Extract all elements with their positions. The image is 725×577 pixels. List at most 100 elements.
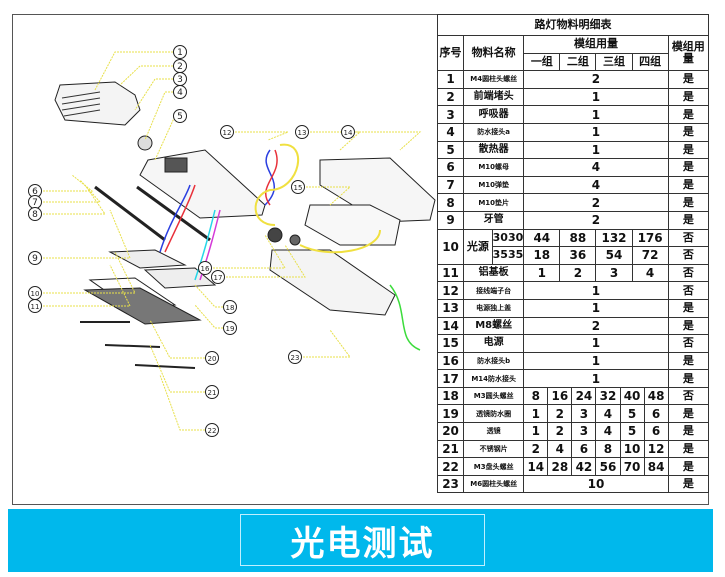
header-index: 序号 [436, 34, 465, 72]
usage-flag: 是 [667, 422, 710, 441]
led-type: 3535 [492, 248, 524, 262]
usage-flag: 否 [667, 334, 710, 353]
usage-flag: 是 [667, 474, 710, 494]
callout-number: 22 [208, 427, 217, 435]
callout-number: 2 [177, 62, 183, 72]
quantity: 54 [595, 246, 633, 265]
quantity: 4 [595, 404, 621, 424]
callout-circle [223, 321, 237, 335]
callout-circle [198, 261, 212, 275]
table-title: 路灯物料明细表 [437, 14, 709, 36]
material-name: 透镜 [463, 422, 525, 441]
quantity: 42 [571, 457, 597, 476]
wire-cyan [194, 209, 216, 281]
header-group-3: 三组 [595, 52, 633, 72]
quantity: 6 [571, 439, 597, 459]
fin-pattern [61, 91, 101, 117]
quantity: 5 [619, 404, 645, 424]
wire-yellow [254, 143, 381, 254]
callout-number: 14 [344, 129, 353, 137]
row-index: 11 [436, 263, 465, 283]
material-name: M10垫片 [463, 193, 525, 212]
pcb-board [108, 249, 187, 269]
callout-number: 12 [223, 129, 232, 137]
callout-circle [28, 299, 42, 313]
material-name: 电源独上盖 [463, 298, 525, 318]
quantity: 2 [559, 263, 597, 283]
usage-flag: 否 [667, 281, 710, 300]
row-index: 6 [436, 158, 465, 177]
row-index: 22 [436, 457, 465, 476]
leader-line [28, 264, 131, 307]
quantity: 70 [619, 457, 645, 476]
callout-circle [205, 423, 219, 437]
quantity: 1 [523, 87, 669, 107]
callout-circle [220, 125, 234, 139]
usage-flag: 是 [667, 175, 710, 195]
material-name: 散热器 [463, 140, 525, 160]
quantity: 2 [523, 316, 669, 336]
quantity: 1 [523, 263, 561, 283]
quantity: 4 [523, 158, 669, 177]
breather-part [137, 135, 153, 151]
header-group-2: 二组 [559, 52, 597, 72]
row-index: 21 [436, 439, 465, 459]
callout-number: 13 [298, 129, 307, 137]
usage-flag: 是 [667, 439, 710, 459]
quantity: 2 [523, 439, 549, 459]
steel-strip [134, 364, 196, 369]
callout-number: 17 [214, 274, 223, 282]
usage-flag: 是 [667, 298, 710, 318]
callout-circle [288, 350, 302, 364]
quantity: 1 [523, 281, 669, 300]
leader-line [119, 65, 173, 86]
quantity: 3 [571, 404, 597, 424]
row-index: 7 [436, 175, 465, 195]
material-name: 呼吸器 [463, 105, 525, 124]
quantity: 1 [523, 351, 669, 371]
quantity: 1 [523, 105, 669, 124]
material-name: 光源 [466, 239, 489, 253]
leader-line [211, 244, 306, 278]
leader-line [220, 131, 289, 141]
material-name: 透镜防水圈 [463, 404, 525, 424]
quantity: 3 [571, 422, 597, 441]
quantity: 2 [523, 193, 669, 212]
row-index: 23 [436, 474, 465, 494]
row-index: 13 [436, 298, 465, 318]
material-name: 前端堵头 [463, 87, 525, 107]
banner-title: 光电测试 [290, 523, 435, 564]
usage-flag: 否 [667, 228, 710, 248]
callout-number: 7 [32, 198, 38, 208]
material-name: 铝基板 [463, 263, 525, 283]
usage-flag: 是 [667, 457, 710, 476]
callout-number: 6 [32, 187, 38, 197]
quantity: 6 [643, 422, 669, 441]
quantity: 1 [523, 140, 669, 160]
usage-flag: 是 [667, 70, 710, 89]
row-index: 8 [436, 193, 465, 212]
heatsink-fan [164, 157, 188, 173]
quantity: 88 [559, 228, 597, 248]
usage-flag: 是 [667, 369, 710, 388]
callout-circle [173, 85, 187, 99]
header-name: 物料名称 [463, 34, 525, 72]
leader-line [28, 251, 136, 294]
material-name: M6圆柱头螺丝 [463, 474, 525, 494]
leader-line [149, 319, 205, 359]
quantity: 12 [643, 439, 669, 459]
row-index: 10 [436, 228, 465, 265]
quantity: 72 [631, 246, 669, 265]
row-index: 2 [436, 87, 465, 107]
